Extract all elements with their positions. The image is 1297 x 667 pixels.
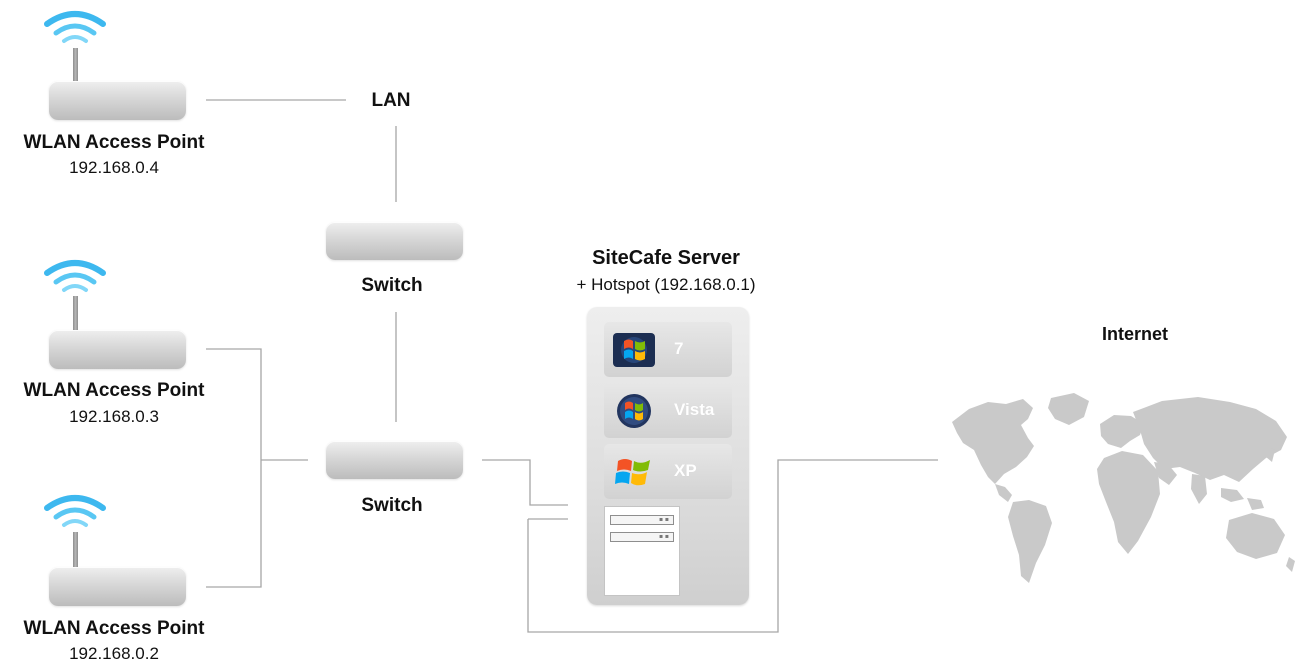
- access-point-device: [49, 330, 186, 369]
- access-point-title: WLAN Access Point: [23, 618, 205, 639]
- world-map-icon: [952, 393, 1295, 583]
- ap-group-line: [206, 348, 262, 588]
- windows-xp-icon: [615, 459, 650, 486]
- access-point-device: [49, 81, 186, 120]
- os-tile-windows-vista: Vista: [604, 383, 732, 438]
- antenna: [73, 532, 78, 569]
- access-point-ip: 192.168.0.2: [69, 644, 159, 663]
- windows-vista-icon: [617, 394, 651, 428]
- os-label: Vista: [674, 400, 715, 419]
- wifi-icon: [44, 495, 106, 527]
- wifi-icon: [44, 260, 106, 292]
- switch-device: [326, 441, 463, 479]
- drive-bay: ▪ ▪: [610, 515, 674, 525]
- switch-label: Switch: [361, 275, 423, 296]
- server-subtitle: + Hotspot (192.168.0.1): [576, 275, 756, 294]
- switch-label: Switch: [361, 495, 423, 516]
- server-title: SiteCafe Server: [592, 247, 740, 269]
- internet-label: Internet: [1101, 324, 1169, 344]
- lan-label: LAN: [371, 90, 411, 111]
- os-label: XP: [674, 461, 697, 480]
- os-tile-windows-7: 7: [604, 322, 732, 377]
- os-tile-windows-xp: XP: [604, 444, 732, 499]
- server-box: 7 Vista XP ▪ ▪: [587, 307, 749, 605]
- drive-bay: ▪ ▪: [610, 532, 674, 542]
- wifi-icon: [44, 11, 106, 43]
- switch-device: [326, 222, 463, 260]
- server-front-panel: ▪ ▪ ▪ ▪: [604, 506, 680, 596]
- switch-to-internet-line: [527, 459, 938, 633]
- antenna: [73, 48, 78, 83]
- os-label: 7: [674, 339, 684, 358]
- switch-to-server-line-a: [482, 459, 568, 506]
- windows-7-icon: [613, 333, 655, 367]
- access-point-ip: 192.168.0.4: [69, 158, 159, 177]
- antenna: [73, 296, 78, 332]
- access-point-title: WLAN Access Point: [23, 380, 205, 401]
- access-point-ip: 192.168.0.3: [69, 407, 159, 426]
- access-point-device: [49, 567, 186, 606]
- access-point-title: WLAN Access Point: [23, 132, 205, 153]
